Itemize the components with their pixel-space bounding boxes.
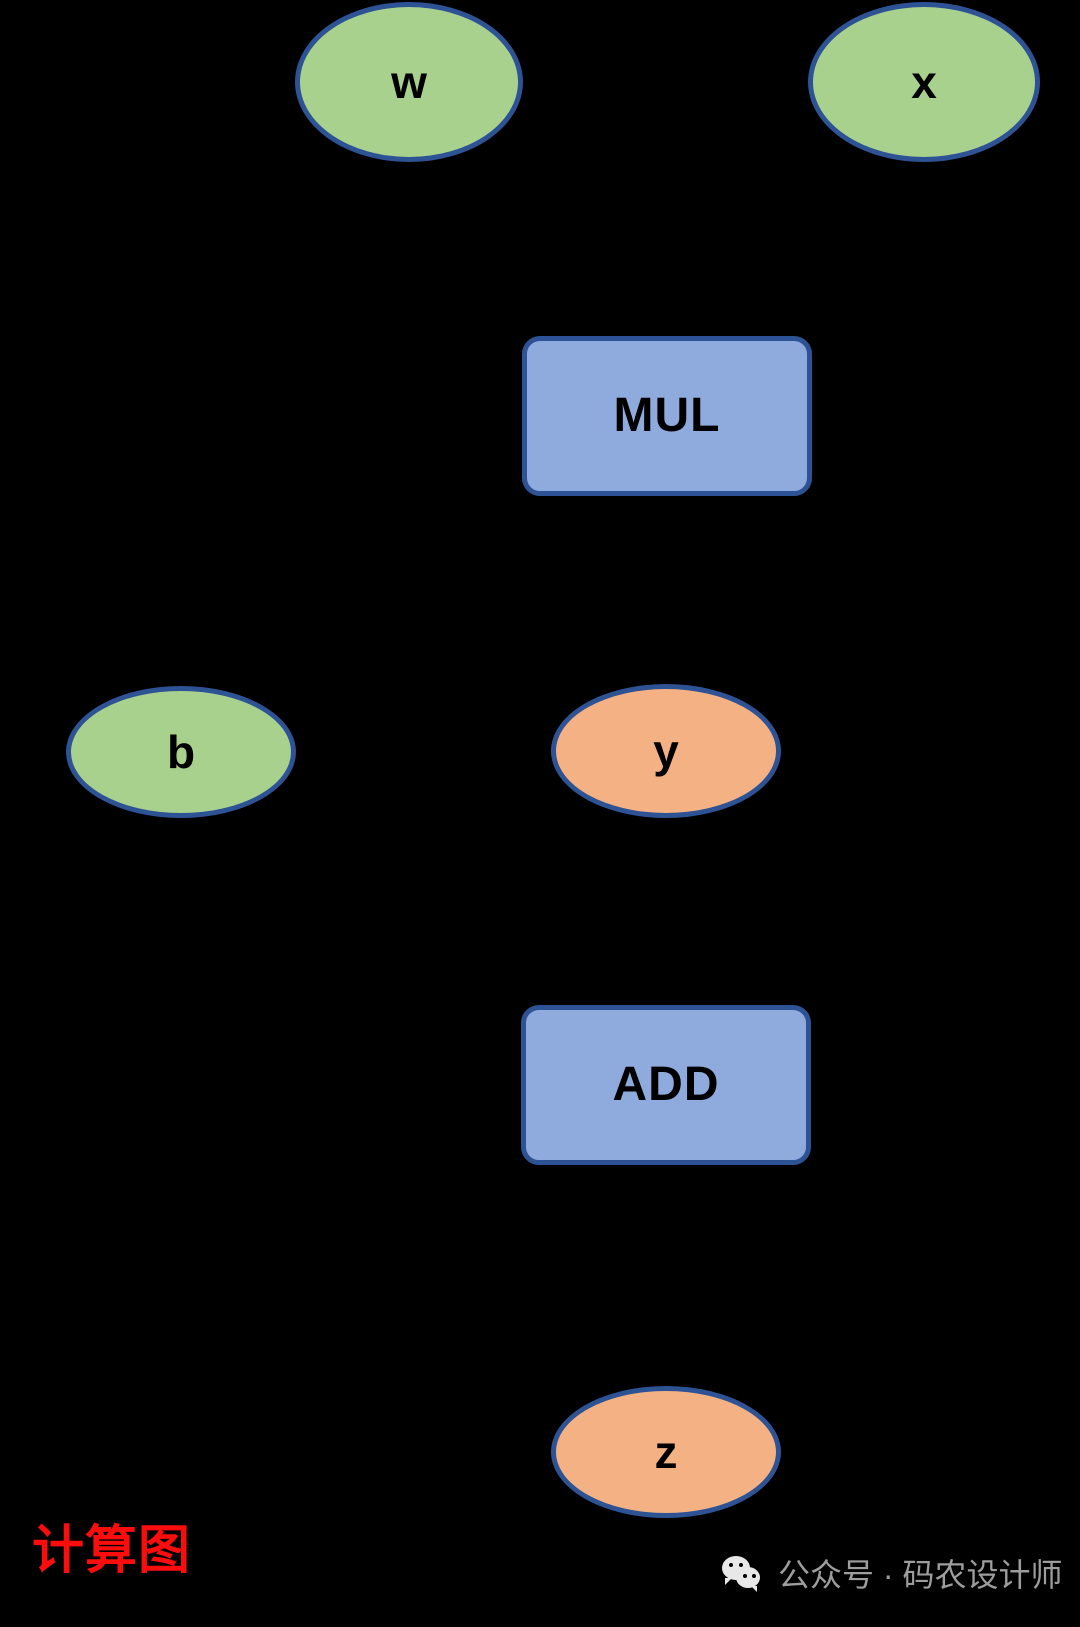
graph-node-mul[interactable]: MUL: [522, 336, 812, 496]
graph-node-y[interactable]: y: [551, 684, 781, 818]
edge-w-mul: [407, 162, 675, 338]
graph-node-b[interactable]: b: [66, 686, 296, 818]
watermark: 公众号 · 码农设计师: [722, 1550, 1062, 1596]
watermark-text: 公众号 · 码农设计师: [778, 1557, 1063, 1593]
edge-b-add: [179, 818, 674, 1007]
graph-node-x[interactable]: x: [808, 2, 1040, 162]
graph-node-w[interactable]: w: [295, 2, 523, 162]
edge-x-mul: [659, 162, 926, 338]
wechat-icon: [722, 1556, 766, 1592]
graph-node-add[interactable]: ADD: [521, 1005, 811, 1165]
diagram-caption: 计算图: [32, 1522, 192, 1580]
graph-node-z[interactable]: z: [551, 1386, 781, 1518]
